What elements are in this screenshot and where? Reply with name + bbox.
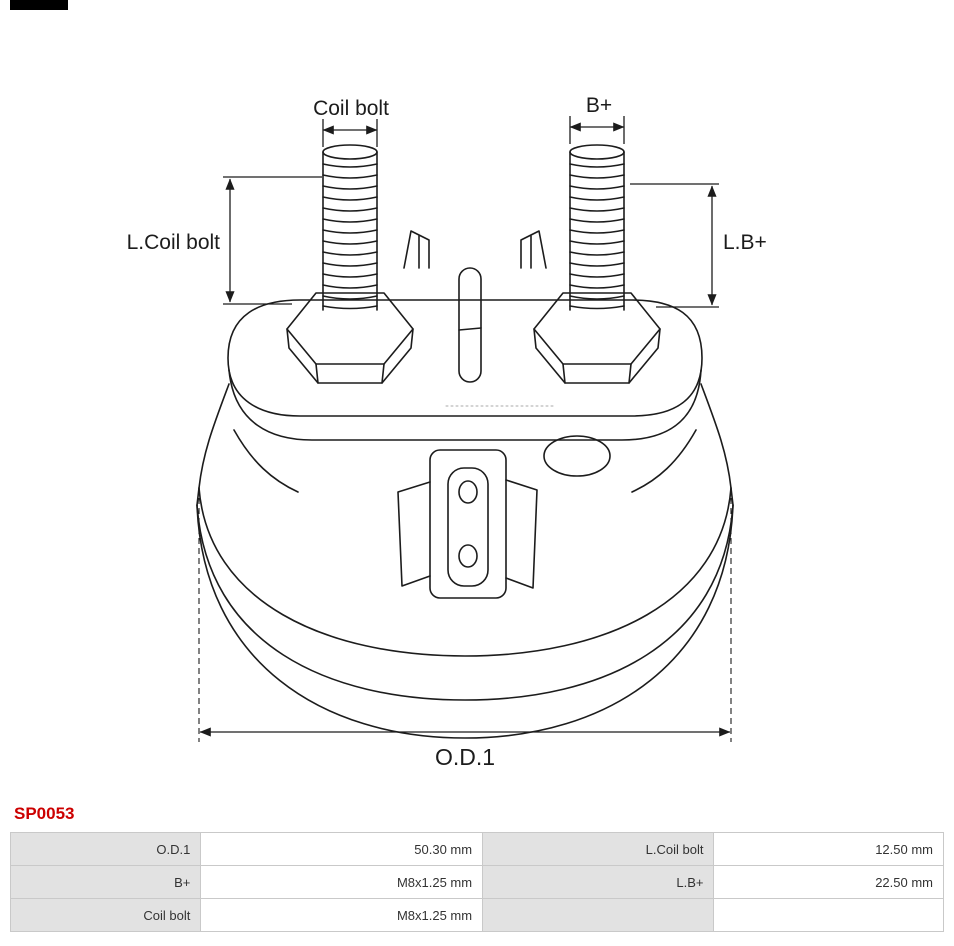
dimension-labels: Coil bolt B+ L.Coil bolt L.B+ O.D.1 bbox=[127, 94, 767, 770]
diagram-area: Coil bolt B+ L.Coil bolt L.B+ O.D.1 bbox=[127, 94, 767, 770]
spec-value: M8x1.25 mm bbox=[200, 865, 484, 899]
coil-bolt-hex bbox=[286, 292, 414, 384]
l-coil-bolt-label: L.Coil bolt bbox=[127, 231, 221, 254]
left-wing-tab bbox=[403, 230, 430, 269]
spec-section: SP0053 O.D.1 50.30 mm L.Coil bolt 12.50 … bbox=[0, 804, 954, 932]
spec-table: O.D.1 50.30 mm L.Coil bolt 12.50 mm B+ M… bbox=[9, 832, 944, 932]
spec-value: 22.50 mm bbox=[713, 865, 944, 899]
table-row: O.D.1 50.30 mm L.Coil bolt 12.50 mm bbox=[9, 832, 944, 866]
coil-bolt-label: Coil bolt bbox=[313, 97, 389, 120]
oval-hole bbox=[543, 435, 611, 477]
l-b-plus-label: L.B+ bbox=[723, 231, 767, 254]
table-row: Coil bolt M8x1.25 mm bbox=[9, 898, 944, 932]
table-row: B+ M8x1.25 mm L.B+ 22.50 mm bbox=[9, 865, 944, 899]
part-number: SP0053 bbox=[14, 804, 75, 823]
spec-value: 12.50 mm bbox=[713, 832, 944, 866]
spec-value: 50.30 mm bbox=[200, 832, 484, 866]
center-bracket bbox=[397, 449, 538, 599]
dimension-lines bbox=[198, 116, 732, 742]
b-plus-hex bbox=[533, 292, 661, 384]
coil-bolt-stud bbox=[322, 144, 378, 311]
spec-label: Coil bolt bbox=[9, 898, 202, 932]
right-wing-tab bbox=[520, 230, 547, 269]
spec-label: B+ bbox=[9, 865, 202, 899]
spec-label: L.Coil bolt bbox=[482, 832, 715, 866]
spec-value bbox=[713, 898, 944, 932]
part-diagram: Coil bolt B+ L.Coil bolt L.B+ O.D.1 bbox=[127, 94, 767, 770]
spec-value: M8x1.25 mm bbox=[200, 898, 484, 932]
spec-label bbox=[482, 898, 715, 932]
solenoid-cap-body bbox=[196, 230, 734, 739]
od1-label: O.D.1 bbox=[435, 744, 495, 770]
center-tab bbox=[458, 267, 482, 383]
b-plus-stud bbox=[569, 144, 625, 311]
logo-fragment bbox=[10, 0, 68, 10]
spec-label: L.B+ bbox=[482, 865, 715, 899]
spec-label: O.D.1 bbox=[9, 832, 202, 866]
b-plus-label: B+ bbox=[586, 94, 612, 117]
